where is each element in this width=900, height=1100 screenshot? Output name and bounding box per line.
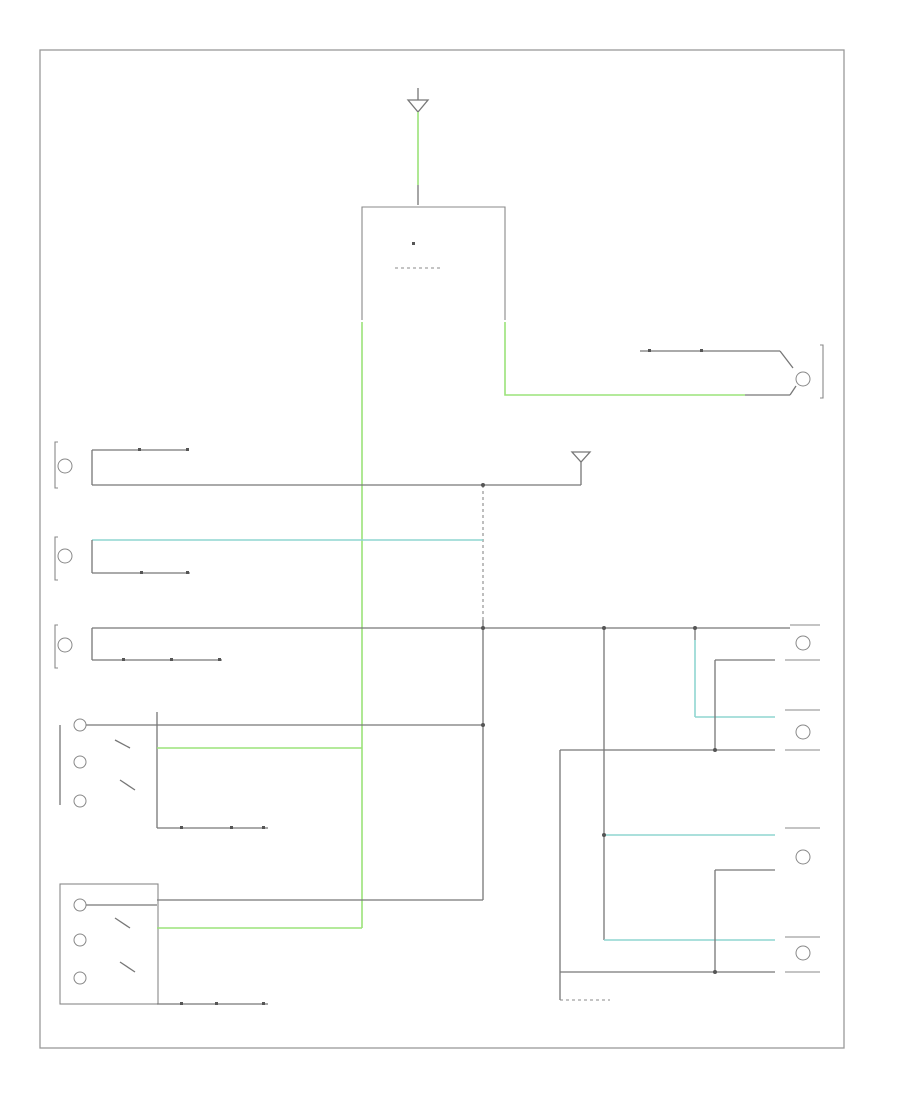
right-lamp-3 <box>785 827 820 865</box>
switch-block-1 <box>59 712 483 829</box>
top-ground-symbol <box>406 88 430 114</box>
switch-icon <box>114 917 131 929</box>
lamp-icon <box>795 849 811 865</box>
lamp-icon <box>73 898 87 912</box>
switch-icon <box>119 961 136 973</box>
top-right-lamp <box>640 344 824 399</box>
diagram-frame <box>39 49 845 1049</box>
wire-module-right-green <box>504 322 745 396</box>
lamp-icon <box>57 458 73 474</box>
lamp-icon <box>795 945 811 961</box>
switch-block-2 <box>59 883 362 1005</box>
lamp-icon <box>73 971 87 985</box>
lamp-icon <box>57 548 73 564</box>
lamp-icon <box>73 794 87 808</box>
right-lamp-2 <box>785 709 820 751</box>
left-lamp-3 <box>54 624 790 669</box>
right-lamp-4 <box>785 936 820 973</box>
left-lamp-2 <box>54 536 483 581</box>
switch-icon <box>114 739 131 749</box>
lamp-icon <box>795 635 811 651</box>
lamp-icon <box>73 755 87 769</box>
lamp-icon <box>73 933 87 947</box>
left-lamp-1 <box>54 441 189 489</box>
lamp-icon <box>795 371 811 387</box>
right-lamp-1 <box>785 624 820 661</box>
switch-icon <box>119 779 136 791</box>
central-module-box <box>361 206 506 320</box>
lamp-icon <box>795 724 811 740</box>
lamp-icon <box>73 718 87 732</box>
center-ground-symbol <box>570 451 592 485</box>
lamp-icon <box>57 637 73 653</box>
